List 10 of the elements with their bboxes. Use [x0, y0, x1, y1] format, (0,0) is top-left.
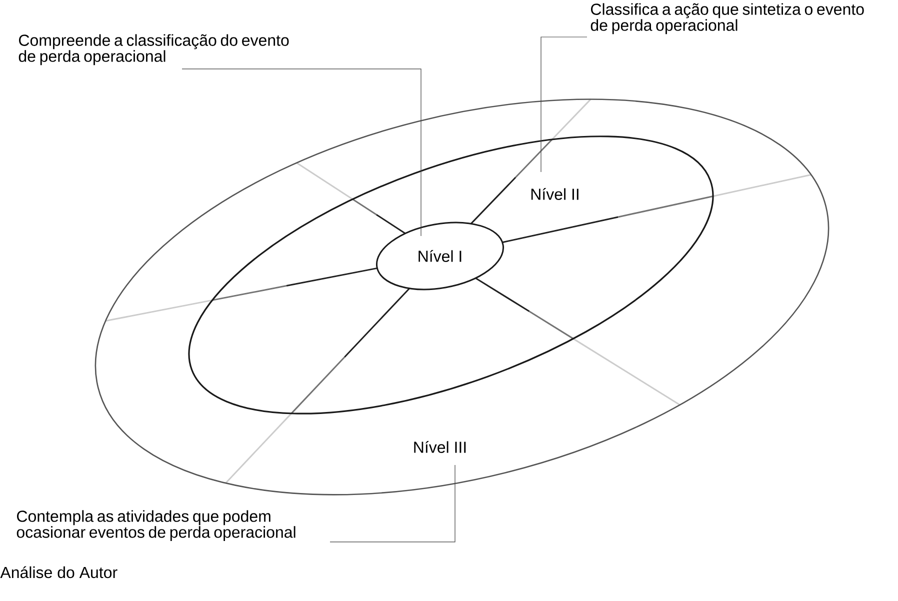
leader-line	[182, 68, 422, 236]
level-label: Nível III	[414, 441, 466, 453]
caption: Análise do Autor	[0, 566, 118, 578]
leader-line	[330, 464, 456, 542]
annotation-text: Classifica a ação que sintetiza o evento de perda operacional	[590, 3, 864, 34]
level-label: Nível I	[418, 250, 462, 262]
annotation-text: Compreende a classificação do evento de perda operacional	[18, 34, 289, 66]
leader-line	[540, 36, 588, 172]
annotation-text: Contempla as atividades que podem ocasionar eventos de perda operacional	[16, 510, 296, 542]
level-label: Nível II	[531, 188, 578, 200]
